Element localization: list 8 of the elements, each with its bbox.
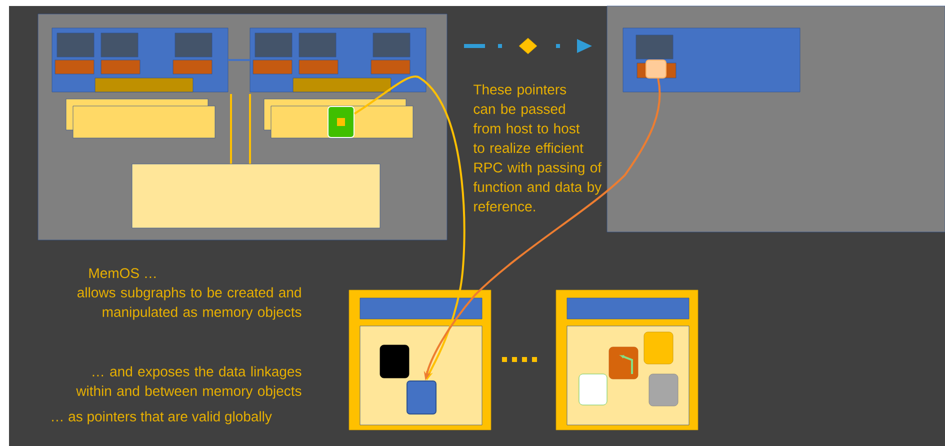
description-text: … and exposes the data linkages within and between memory objects: [76, 366, 302, 399]
description-text: … as pointers that are valid globally: [52, 411, 272, 424]
object-square: [406, 380, 436, 414]
pointer-square: [646, 60, 666, 78]
callout-text: These pointers can be passed from host to host to realize efficient RPC with passing of function and data by reference.: [473, 84, 602, 212]
pointer-square: [328, 106, 354, 138]
heading-text: MemOS …: [89, 268, 156, 278]
description-text: allows subgraphs to be created and manipulated as memory objects: [78, 287, 302, 320]
